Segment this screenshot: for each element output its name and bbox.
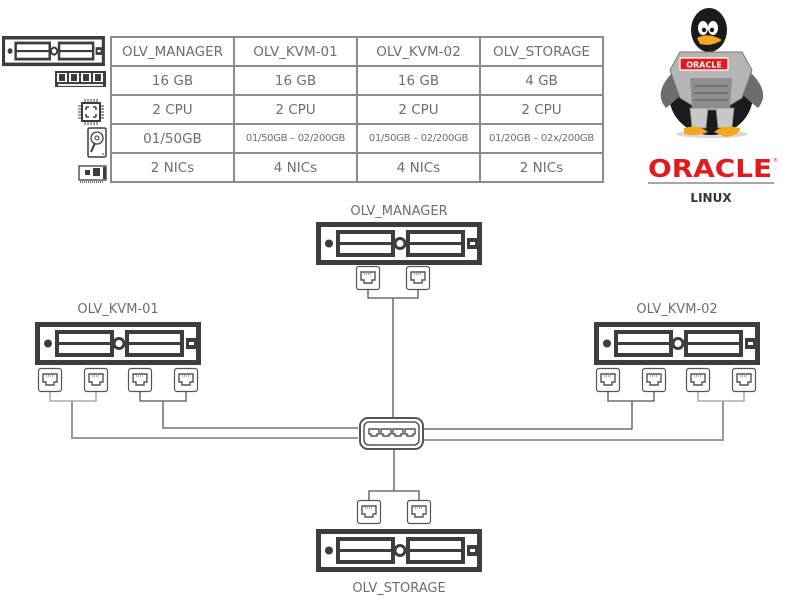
ethernet-port-icon xyxy=(685,367,711,393)
header-cell: OLV_KVM-01 xyxy=(233,36,358,67)
disk-cell: 01/50GB – 02/200GB xyxy=(356,123,481,154)
network-switch xyxy=(359,417,424,450)
link-kvm02-ports-b xyxy=(697,392,745,402)
link-kvm02-b-switch xyxy=(423,401,724,441)
switch-port-icon xyxy=(380,428,392,437)
disk-cell: 01/50GB – 02/200GB xyxy=(233,123,358,154)
chest-badge: ORACLE xyxy=(679,57,729,71)
ethernet-port-icon xyxy=(595,367,621,393)
link-kvm01-ports-b xyxy=(139,392,187,402)
nics-cell: 4 NICs xyxy=(233,152,358,183)
ethernet-port-icon xyxy=(173,367,199,393)
link-kvm02-ports-a xyxy=(607,392,655,402)
ethernet-port-icon xyxy=(356,499,382,525)
disk-cell: 01/20GB – 02x/200GB xyxy=(479,123,604,154)
ram-module-icon xyxy=(55,71,106,87)
hard-disk-icon xyxy=(87,127,107,158)
cpu-cell: 2 CPU xyxy=(356,94,481,125)
header-row: OLV_MANAGER OLV_KVM-01 OLV_KVM-02 OLV_ST… xyxy=(110,36,604,67)
ethernet-port-icon xyxy=(406,499,432,525)
server-icon xyxy=(319,225,480,263)
cpu-cell: 2 CPU xyxy=(479,94,604,125)
header-cell: OLV_MANAGER xyxy=(110,36,235,67)
switch-port-icon xyxy=(392,428,404,437)
spec-table: OLV_MANAGER OLV_KVM-01 OLV_KVM-02 OLV_ST… xyxy=(110,36,604,183)
nics-cell: 4 NICs xyxy=(356,152,481,183)
node-label: OLV_MANAGER xyxy=(350,204,447,219)
penguin-mascot-icon xyxy=(660,8,764,138)
link-kvm01-b-switch xyxy=(162,401,358,429)
ethernet-port-icon xyxy=(127,367,153,393)
disk-cell: 01/50GB xyxy=(110,123,235,154)
server-icon xyxy=(319,532,480,570)
registered-mark: ® xyxy=(773,157,778,164)
cpu-cell: 2 CPU xyxy=(110,94,235,125)
ethernet-port-icon xyxy=(37,367,63,393)
node-label: OLV_KVM-02 xyxy=(636,302,717,317)
link-kvm02-a-switch xyxy=(423,401,633,430)
oracle-linux-logo: ORACLE ORACLE ® LINUX xyxy=(648,8,778,205)
node-olv-storage: OLV_STORAGE xyxy=(319,499,480,596)
nics-cell: 2 NICs xyxy=(110,152,235,183)
cpu-cell: 2 CPU xyxy=(233,94,358,125)
ethernet-port-icon xyxy=(731,367,757,393)
nics-cell: 2 NICs xyxy=(479,152,604,183)
linux-product-text: LINUX xyxy=(690,191,732,205)
link-kvm01-ports-a xyxy=(49,392,97,402)
memory-row: 16 GB 16 GB 16 GB 4 GB xyxy=(110,65,604,96)
header-cell: OLV_KVM-02 xyxy=(356,36,481,67)
switch-port-icon xyxy=(404,428,416,437)
ethernet-port-icon xyxy=(405,265,431,291)
memory-cell: 16 GB xyxy=(233,65,358,96)
ethernet-port-icon xyxy=(83,367,109,393)
node-label: OLV_KVM-01 xyxy=(77,302,158,317)
ethernet-port-icon xyxy=(355,265,381,291)
node-label: OLV_STORAGE xyxy=(352,581,445,596)
cpu-chip-icon xyxy=(78,99,104,125)
ethernet-port-icon xyxy=(641,367,667,393)
network-links xyxy=(49,290,745,500)
memory-cell: 16 GB xyxy=(110,65,235,96)
disk-row: 01/50GB 01/50GB – 02/200GB 01/50GB – 02/… xyxy=(110,123,604,154)
cpu-row: 2 CPU 2 CPU 2 CPU 2 CPU xyxy=(110,94,604,125)
node-olv-kvm-01: OLV_KVM-01 xyxy=(37,302,199,393)
server-icon xyxy=(38,325,199,363)
link-kvm01-a-switch xyxy=(71,401,358,439)
chest-badge-text: ORACLE xyxy=(686,61,722,70)
switch-port-icon xyxy=(368,428,380,437)
node-olv-kvm-02: OLV_KVM-02 xyxy=(595,302,758,393)
nics-row: 2 NICs 4 NICs 4 NICs 2 NICs xyxy=(110,152,604,183)
node-olv-manager: OLV_MANAGER xyxy=(319,204,480,291)
network-card-icon xyxy=(78,165,107,183)
link-manager-ports xyxy=(367,290,419,299)
header-cell: OLV_STORAGE xyxy=(479,36,604,67)
server-icon xyxy=(1,36,106,67)
memory-cell: 4 GB xyxy=(479,65,604,96)
link-storage-ports xyxy=(368,490,420,500)
oracle-brand-text: ORACLE xyxy=(648,154,772,183)
memory-cell: 16 GB xyxy=(356,65,481,96)
server-icon xyxy=(597,325,758,363)
